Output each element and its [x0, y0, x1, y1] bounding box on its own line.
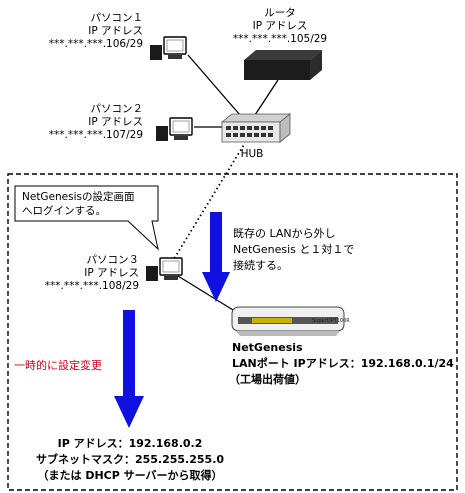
arrow-down-temp-change [114, 310, 144, 428]
netgenesis-device-icon [231, 306, 345, 336]
bubble-line-2: へログインする。 [22, 205, 106, 217]
line-pc1-hub [187, 54, 241, 116]
new-ip: IP アドレス：192.168.0.2 [57, 437, 203, 450]
pc1-ip-label: IP アドレス [88, 25, 143, 37]
pc1-name: パソコン１ [90, 12, 144, 24]
netgenesis-note: （工場出荷値） [229, 373, 306, 386]
new-subnet: サブネットマスク：255.255.255.0 [35, 453, 225, 466]
line-router-hub [254, 79, 279, 116]
router-name: ルータ [264, 7, 296, 19]
hub-name: HUB [240, 148, 264, 160]
router-ip-label: IP アドレス [252, 20, 308, 32]
line-pc3-hub-dotted [171, 142, 246, 263]
router-ip: ***.***.***.105/29 [232, 33, 328, 45]
pc2-icon [156, 117, 193, 141]
instruction-line-1: 既存の LANから外し [233, 227, 336, 240]
hub-icon [220, 113, 292, 143]
dashed-frame [7, 173, 458, 491]
pc2-ip: ***.***.***.107/29 [48, 129, 143, 141]
netgenesis-device-label: SuperOPT100R [312, 318, 350, 324]
pc2-name: パソコン２ [90, 103, 144, 115]
instruction-line-2: NetGenesis と１対１で [233, 243, 355, 256]
netgenesis-name: NetGenesis [232, 341, 303, 354]
new-dhcp: （または DHCP サーバーから取得） [37, 469, 223, 482]
speech-bubble [14, 185, 159, 251]
pc3-icon [146, 257, 183, 281]
arrow-down-to-netgenesis [202, 212, 230, 302]
router-icon [244, 50, 322, 80]
pc3-ip: ***.***.***.108/29 [44, 280, 139, 292]
pc1-icon [150, 36, 187, 60]
pc2-ip-label: IP アドレス [88, 116, 143, 128]
netgenesis-lan-port: LANポート IPアドレス：192.168.0.1/24 [232, 357, 454, 370]
temp-change-label: 一時的に設定変更 [14, 359, 102, 372]
pc3-ip-label: IP アドレス [84, 267, 139, 279]
bubble-line-1: NetGenesisの設定画面 [22, 191, 135, 203]
pc1-ip: ***.***.***.106/29 [48, 38, 143, 50]
pc3-name: パソコン３ [86, 254, 140, 266]
instruction-line-3: 接続する。 [233, 259, 288, 272]
